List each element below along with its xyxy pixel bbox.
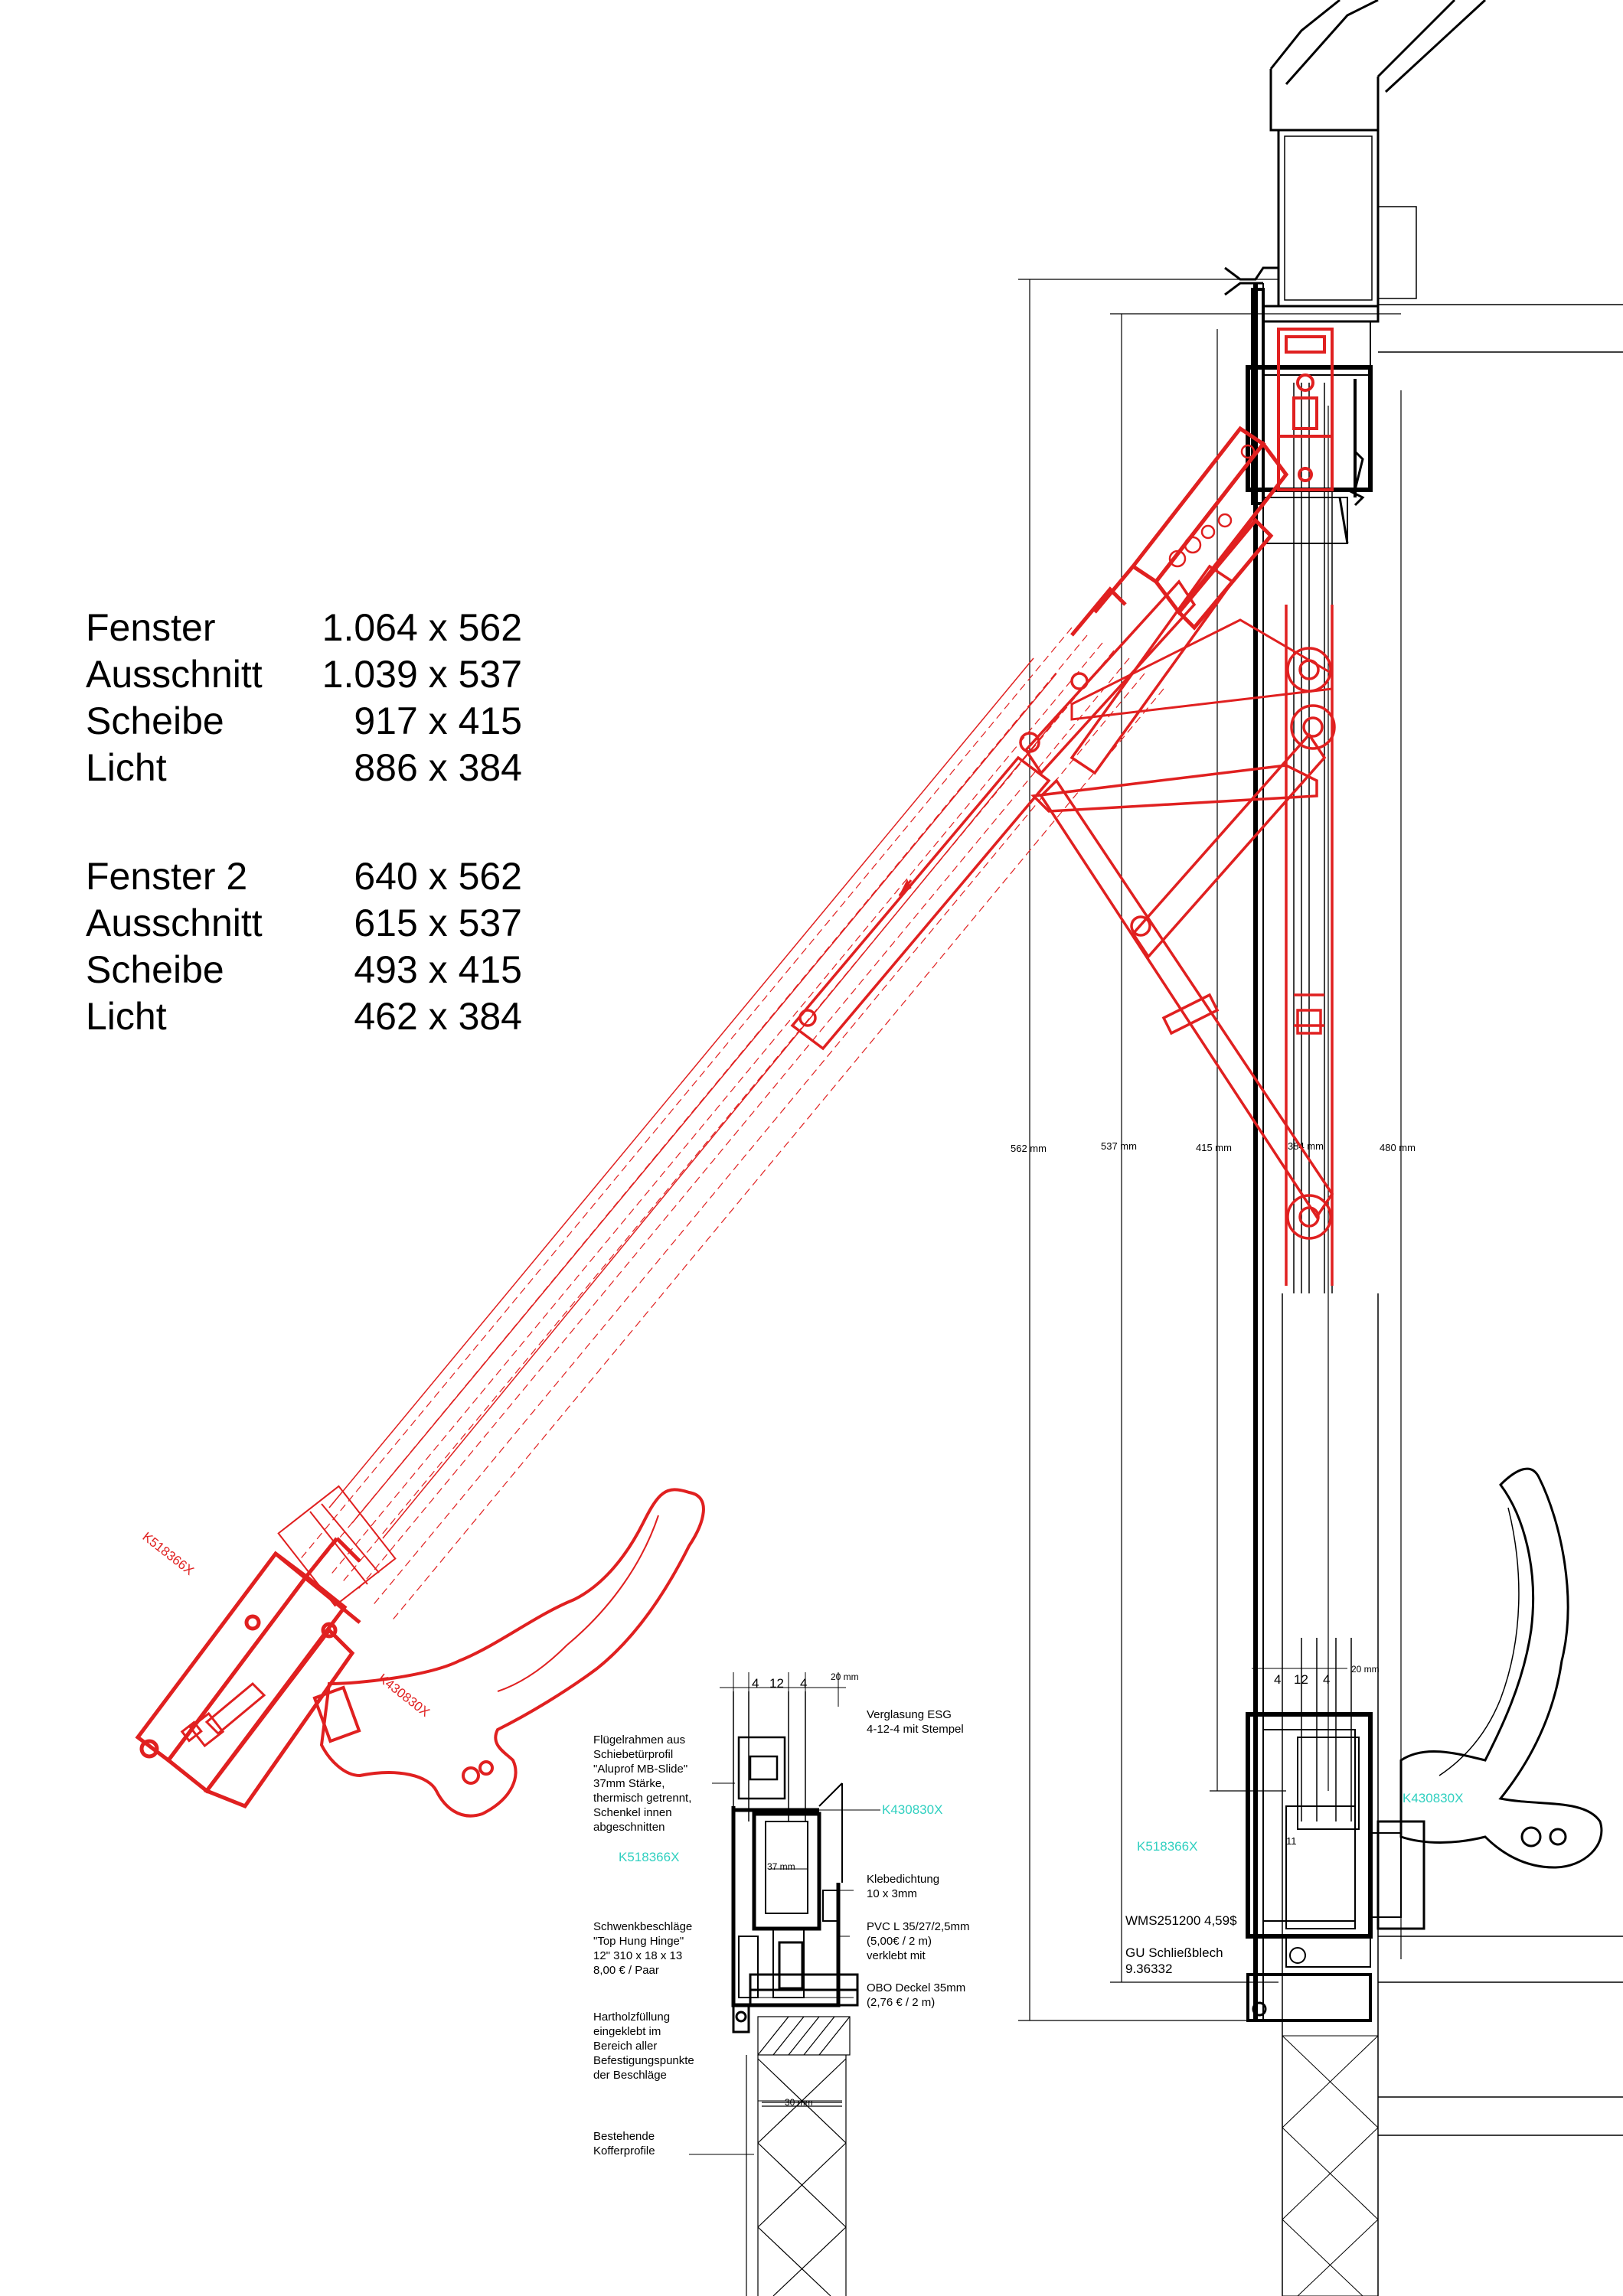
- dim-480: 480 mm: [1380, 1142, 1416, 1153]
- bottom-sash-hatch: [277, 1485, 397, 1607]
- note-hinge-line-3: 8,00 € / Paar: [593, 1964, 659, 1977]
- detail-left-notes: Flügelrahmen aus Schiebetürprofil "Alupr…: [593, 1708, 970, 2157]
- note-frame-line-3: 37mm Stärke,: [593, 1777, 665, 1790]
- detail-right-texts: 4 12 4 20 mm K430830X K518366X 11 WMS251…: [1125, 1661, 1463, 1976]
- note-wood-line-3: Befestigungspunkte: [593, 2054, 694, 2067]
- spec-label: Fenster 2: [86, 855, 248, 898]
- dim-right-11: 11: [1286, 1835, 1297, 1847]
- note-wood-line-1: eingeklebt im: [593, 2025, 661, 2038]
- note-wood-line-0: Hartholzfüllung: [593, 2011, 670, 2024]
- dim-384: 384 mm: [1288, 1140, 1324, 1152]
- note-hinge-line-1: "Top Hung Hinge": [593, 1935, 684, 1948]
- dim-left-37: 37 mm: [767, 1861, 795, 1872]
- dimension-lines: [1018, 279, 1402, 2021]
- note-frame-line-2: "Aluprof MB-Slide": [593, 1763, 687, 1776]
- note-frame-line-5: Schenkel innen: [593, 1806, 672, 1819]
- spec-label: Scheibe: [86, 700, 224, 742]
- open-sash-red: [135, 328, 1336, 1818]
- note-pvc-line-1: (5,00€ / 2 m): [867, 1935, 932, 1948]
- spec-value: 1.064 x 562: [322, 606, 522, 649]
- note-glass-line-0: Verglasung ESG: [867, 1708, 952, 1721]
- spec-label: Licht: [86, 995, 167, 1038]
- dim-537: 537 mm: [1101, 1140, 1137, 1152]
- note-wood-line-2: Bereich aller: [593, 2040, 657, 2053]
- note-seal-line-0: Klebedichtung: [867, 1873, 939, 1886]
- hinge-arms: [790, 564, 1336, 1286]
- dim-415: 415 mm: [1196, 1142, 1232, 1153]
- dim-left-12: 12: [769, 1676, 784, 1691]
- note-gu-line-1: 9.36332: [1125, 1962, 1172, 1976]
- dim-right-4a: 4: [1274, 1672, 1281, 1687]
- closed-sash-top-red: [1277, 328, 1334, 491]
- spec-label: Scheibe: [86, 948, 224, 991]
- spec-value: 462 x 384: [354, 995, 522, 1038]
- red-profile-code: K518366X: [140, 1529, 197, 1578]
- dim-right-12: 12: [1294, 1672, 1308, 1687]
- dim-left-4b: 4: [800, 1676, 807, 1691]
- left-seal-code: K430830X: [882, 1802, 942, 1817]
- spec-value: 615 x 537: [354, 902, 522, 944]
- note-gu-line-0: GU Schließblech: [1125, 1945, 1223, 1960]
- red-seal-code: K430830X: [376, 1671, 433, 1720]
- spec-label: Ausschnitt: [86, 653, 263, 696]
- spec-label: Ausschnitt: [86, 902, 263, 944]
- note-obo-line-0: OBO Deckel 35mm: [867, 1981, 965, 1994]
- spec-value: 917 x 415: [354, 700, 522, 742]
- note-seal-line-1: 10 x 3mm: [867, 1887, 917, 1900]
- dim-left-20: 20 mm: [831, 1671, 859, 1682]
- bottom-sash-profile: [135, 1537, 361, 1809]
- wood-fill-hatch-right: [1282, 2035, 1379, 2296]
- dim-left-4a: 4: [752, 1676, 759, 1691]
- dim-right-20: 20 mm: [1351, 1664, 1380, 1675]
- left-profile-code: K518366X: [619, 1850, 679, 1864]
- spec-value: 886 x 384: [354, 746, 522, 789]
- spec-value: 640 x 562: [354, 855, 522, 898]
- spec-value: 493 x 415: [354, 948, 522, 991]
- dim-562: 562 mm: [1011, 1143, 1047, 1154]
- dim-left-30: 30 mm: [785, 2097, 813, 2108]
- note-frame-line-1: Schiebetürprofil: [593, 1748, 673, 1761]
- note-hinge-line-0: Schwenkbeschläge: [593, 1920, 692, 1933]
- note-hinge-line-2: 12" 310 x 18 x 13: [593, 1949, 682, 1962]
- note-frame-line-0: Flügelrahmen aus: [593, 1733, 685, 1746]
- note-frame-line-4: thermisch getrennt,: [593, 1792, 691, 1805]
- note-existing-line-0: Bestehende: [593, 2130, 655, 2143]
- note-glass-line-1: 4-12-4 mit Stempel: [867, 1723, 964, 1736]
- note-wms: WMS251200 4,59$: [1125, 1913, 1237, 1928]
- right-profile-code: K518366X: [1137, 1839, 1197, 1854]
- note-frame-line-6: abgeschnitten: [593, 1821, 665, 1834]
- note-pvc-line-0: PVC L 35/27/2,5mm: [867, 1920, 970, 1933]
- spec-value: 1.039 x 537: [322, 653, 522, 696]
- note-pvc-line-2: verklebt mit: [867, 1949, 926, 1962]
- dim-right-4b: 4: [1323, 1672, 1330, 1687]
- handle-red: [312, 1488, 705, 1818]
- note-wood-line-4: der Beschläge: [593, 2069, 667, 2082]
- spec-label: Fenster: [86, 606, 216, 649]
- spec-label: Licht: [86, 746, 167, 789]
- detail-left-dims: 4 12 4 20 mm 37 mm 30 mm K430830X K51836…: [619, 1671, 942, 2108]
- note-obo-line-1: (2,76 € / 2 m): [867, 1996, 935, 2009]
- wood-fill-hatch-left: [746, 2016, 851, 2296]
- detail-section-left: [689, 1672, 880, 2296]
- note-existing-line-1: Kofferprofile: [593, 2144, 655, 2157]
- right-seal-code: K430830X: [1403, 1791, 1463, 1805]
